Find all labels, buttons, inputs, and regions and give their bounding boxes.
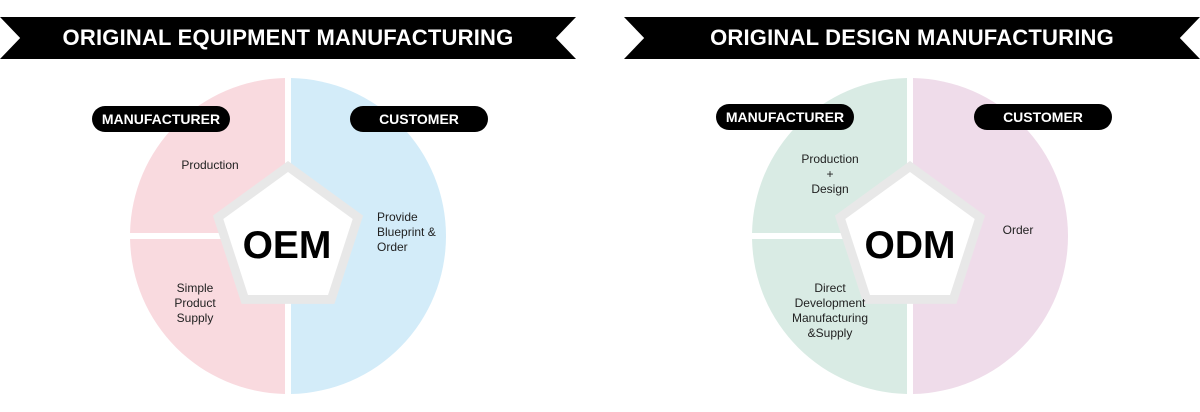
odm-title: ORIGINAL DESIGN MANUFACTURING xyxy=(710,25,1114,50)
oem-label-blueprint-order: Provide Blueprint & Order xyxy=(377,210,436,254)
odm-label-direct-development: Direct Development Manufacturing &Supply xyxy=(791,281,869,340)
oem-label-production: Production xyxy=(181,158,239,172)
oem-diagram xyxy=(130,78,447,394)
oem-pentagon xyxy=(223,172,353,295)
oem-segment-right xyxy=(291,78,447,394)
oem-label-simple-supply: Simple Product Supply xyxy=(174,281,216,325)
odm-label-production-design: Production + Design xyxy=(801,152,859,196)
oem-title-banner: ORIGINAL EQUIPMENT MANUFACTURING xyxy=(0,17,576,59)
oem-title: ORIGINAL EQUIPMENT MANUFACTURING xyxy=(62,25,514,50)
odm-segment-right xyxy=(913,78,1069,394)
oem-manufacturer-badge: MANUFACTURER xyxy=(92,106,230,132)
odm-title-banner: ORIGINAL DESIGN MANUFACTURING xyxy=(624,17,1200,59)
odm-diagram xyxy=(752,78,1069,394)
odm-customer-badge: CUSTOMER xyxy=(974,104,1112,130)
odm-panel: ORIGINAL DESIGN MANUFACTURING MANUFACTUR… xyxy=(600,0,1200,412)
oem-panel: ORIGINAL EQUIPMENT MANUFACTURING MANUFAC… xyxy=(0,17,576,394)
odm-center-label: ODM xyxy=(864,224,956,267)
oem-customer-badge: CUSTOMER xyxy=(350,106,488,132)
odm-pentagon xyxy=(845,172,975,295)
odm-label-order: Order xyxy=(1002,223,1034,237)
odm-manufacturer-badge: MANUFACTURER xyxy=(716,104,854,130)
oem-center-label: OEM xyxy=(242,224,332,267)
